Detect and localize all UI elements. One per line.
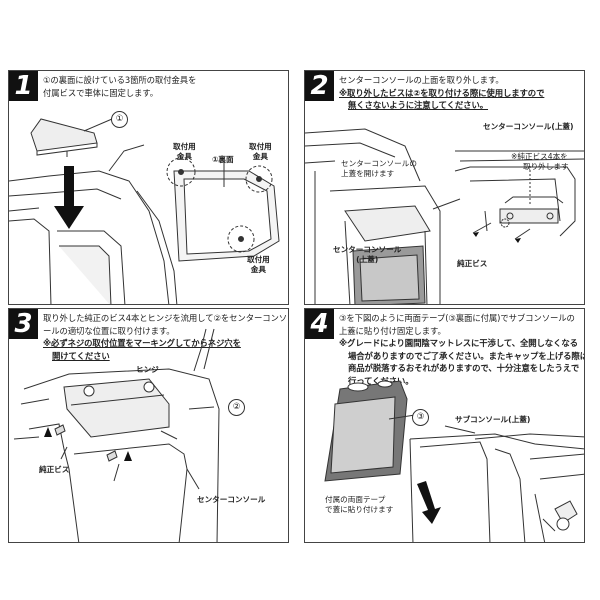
remove-screws-label: ※純正ビス4本を 取り外します bbox=[511, 152, 569, 171]
step-1-illustration bbox=[9, 118, 280, 304]
center-console-label: センターコンソール bbox=[197, 495, 266, 504]
instruction-line: 上蓋に貼り付け固定します。 bbox=[339, 325, 446, 336]
note-line: 開けてください bbox=[52, 350, 110, 361]
instruction-line: ①の裏面に設けている3箇所の取付金具を bbox=[43, 75, 197, 85]
mount-bracket-label-bottom: 取付用 金具 bbox=[247, 255, 270, 274]
step-instructions: 取り外した純正のビス4本とヒンジを流用して②をセンターコンソ ールの適切な位置に… bbox=[43, 312, 288, 362]
note-line: ※取り外したビスは②を取り付ける際に使用しますので bbox=[339, 87, 545, 98]
note-line: ※グレードにより園間陰マットレスに干渉して、全開しなくなる bbox=[339, 338, 578, 348]
callout-part-3: ③ bbox=[412, 409, 429, 426]
note-line: 商品が脱落するおそれがありますので、十分注意をしたうえで bbox=[348, 363, 580, 373]
step-3-panel: 3 取り外した純正のビス4本とヒンジを流用して②をセンターコンソ ールの適切な位… bbox=[8, 308, 289, 543]
instruction-line: 付属ビスで車体に固定します。 bbox=[43, 87, 159, 98]
genuine-screws-label: 純正ビス bbox=[457, 259, 488, 268]
step-instructions: ③を下図のように両面テープ(③裏面に付属)でサブコンソールの 上蓋に貼り付け固定… bbox=[339, 312, 585, 387]
note-line: ※必ずネジの取付位置をマーキングしてからネジ穴を bbox=[43, 338, 241, 348]
instruction-line: センターコンソールの上面を取り外します。 bbox=[339, 75, 504, 85]
step-4-panel: 4 ③を下図のように両面テープ(③裏面に付属)でサブコンソールの 上蓋に貼り付け… bbox=[304, 308, 585, 543]
step-instructions: ①の裏面に設けている3箇所の取付金具を 付属ビスで車体に固定します。 bbox=[43, 74, 284, 99]
sub-console-lid-label: サブコンソール(上蓋) bbox=[455, 415, 531, 424]
hinge-label: ヒンジ bbox=[136, 365, 159, 374]
step-2-illustration bbox=[305, 128, 584, 304]
step-number: 4 bbox=[305, 309, 334, 339]
note-line: 場合がありますのでご了承ください。またキャップを上げる際は bbox=[348, 350, 585, 361]
note-line: 無くさないように注意してください。 bbox=[348, 100, 489, 110]
instruction-line: ③を下図のように両面テープ(③裏面に付属)でサブコンソールの bbox=[339, 313, 575, 323]
mount-bracket-label-left: 取付用 金具 bbox=[173, 142, 196, 161]
instruction-line: 取り外した純正のビス4本とヒンジを流用して②をセンターコンソ bbox=[43, 313, 288, 323]
step-2-panel: 2 センターコンソールの上面を取り外します。 ※取り外したビスは②を取り付ける際… bbox=[304, 70, 585, 305]
step-1-panel: 1 ①の裏面に設けている3箇所の取付金具を 付属ビスで車体に固定します。 bbox=[8, 70, 289, 305]
double-sided-tape-label: 付属の両面テープ で蓋に貼り付けます bbox=[325, 495, 394, 514]
step-number: 3 bbox=[9, 309, 38, 339]
step-instructions: センターコンソールの上面を取り外します。 ※取り外したビスは②を取り付ける際に使… bbox=[339, 74, 580, 112]
step-3-illustration bbox=[13, 328, 220, 542]
step-4-illustration bbox=[324, 380, 584, 542]
console-upper-lid-label: センターコンソール(上蓋) bbox=[483, 122, 574, 131]
mount-bracket-label-right: 取付用 金具 bbox=[249, 142, 272, 161]
step-number: 2 bbox=[305, 71, 334, 101]
callout-part-2: ② bbox=[228, 399, 245, 416]
step-number: 1 bbox=[9, 71, 38, 101]
center-console-lid-label: センターコンソール (上蓋) bbox=[333, 245, 402, 264]
instruction-line: ールの適切な位置に取り付けます。 bbox=[43, 325, 175, 336]
callout-part-1: ① bbox=[111, 111, 128, 128]
back-side-label: ①裏面 bbox=[212, 155, 234, 164]
open-lid-label: センターコンソールの 上蓋を開けます bbox=[341, 159, 417, 178]
genuine-screws-label: 純正ビス bbox=[39, 465, 70, 474]
note-line: 行ってください。 bbox=[348, 375, 414, 386]
